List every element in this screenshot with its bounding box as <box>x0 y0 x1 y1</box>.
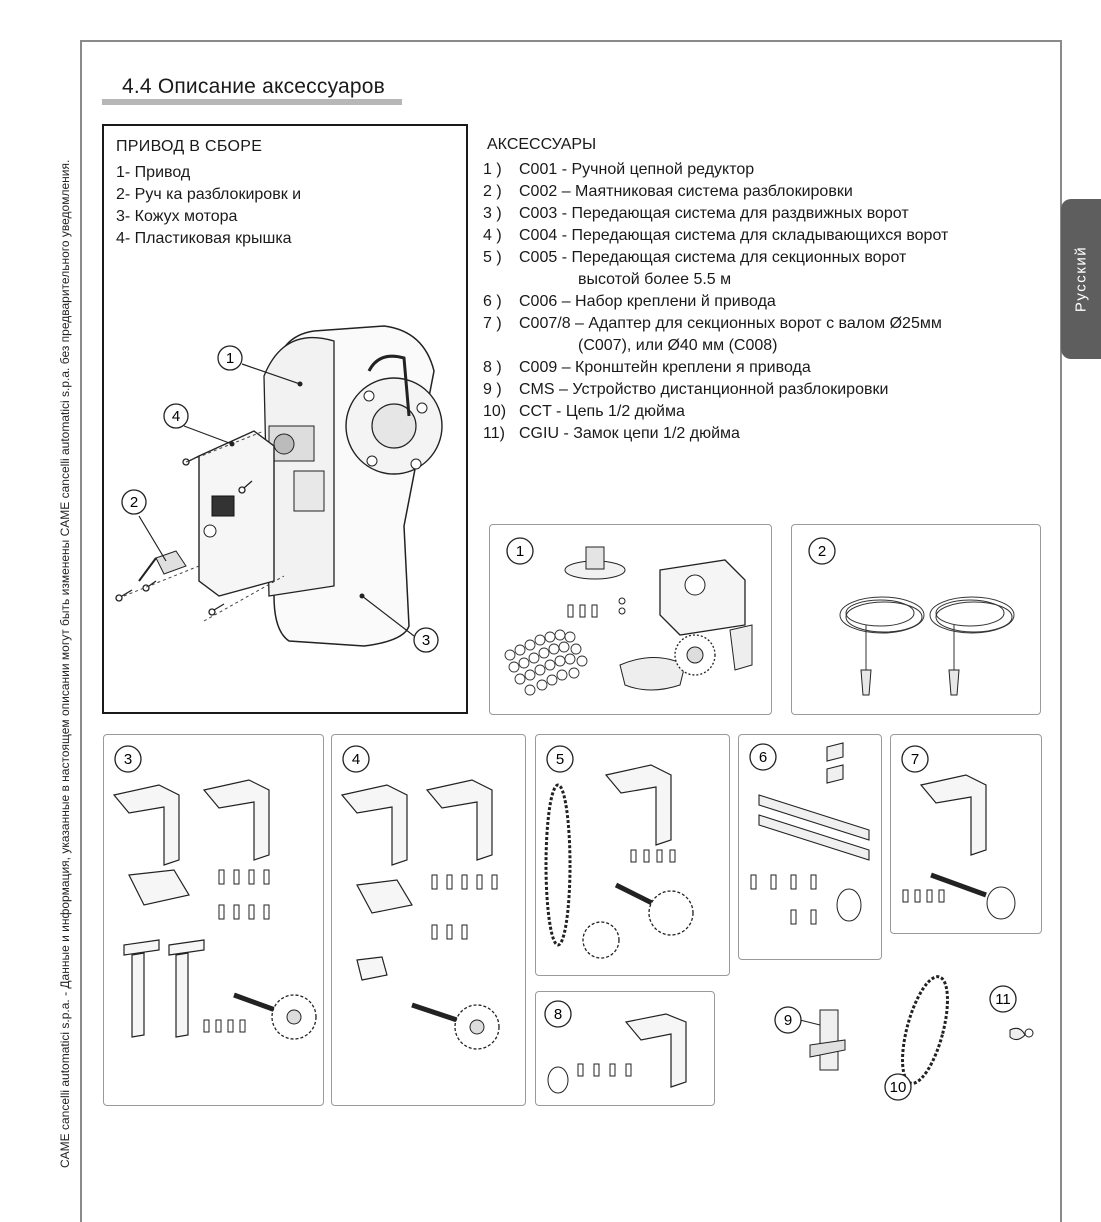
assembly-item: 3- Кожух мотора <box>116 208 238 225</box>
vertical-disclaimer: CAME cancelli automatici s.p.a. - Данные… <box>58 159 72 1168</box>
accessory-panel-3: 3 <box>103 734 324 1106</box>
panel-number: 2 <box>818 543 826 560</box>
accessory-number: 2 ) <box>483 183 502 200</box>
accessory-text: (C007), или Ø40 мм (C008) <box>578 337 778 354</box>
assembly-list: 1- Привод 2- Руч ка разблокировк и 3- Ко… <box>116 162 301 250</box>
accessory-number: 4 ) <box>483 227 502 244</box>
accessory-number: 9 ) <box>483 381 502 398</box>
assembly-panel: ПРИВОД В СБОРЕ 1- Привод 2- Руч ка разбл… <box>102 124 468 714</box>
accessory-item: 10) CCT - Цепь 1/2 дюйма <box>483 401 948 423</box>
accessory-item: 1 ) C001 - Ручной цепной редуктор <box>483 159 948 181</box>
callout-circle <box>413 627 439 653</box>
operator-exploded-drawing: 1 4 2 3 <box>115 325 443 653</box>
accessory-text: CCT - Цепь 1/2 дюйма <box>519 403 685 420</box>
accessory-text: CMS – Устройство дистанционной разблокир… <box>519 381 889 398</box>
callout-label: 4 <box>172 408 180 425</box>
accessory-11-drawing: 11 <box>989 985 1034 1041</box>
panel-number: 4 <box>352 751 360 768</box>
accessory-item: 6 ) C006 – Набор креплени й привода <box>483 291 948 313</box>
section-title: 4.4 Описание аксессуаров <box>122 75 386 98</box>
language-tab[interactable]: Русский <box>1061 199 1101 359</box>
accessory-text: C009 – Кронштейн креплени я привода <box>519 359 811 376</box>
accessory-panel-7: 7 <box>890 734 1042 934</box>
accessory-panel-6: 6 <box>738 734 882 960</box>
accessories-list: 1 ) C001 - Ручной цепной редуктор 2 ) C002… <box>483 159 948 445</box>
callout-circle <box>121 489 147 515</box>
panel-number: 3 <box>124 751 132 768</box>
accessory-text: C004 - Передающая система для складывающ… <box>519 227 949 244</box>
accessory-item: 8 ) C009 – Кронштейн креплени я привода <box>483 357 948 379</box>
accessory-number: 11) <box>483 425 505 442</box>
callout-label: 3 <box>422 632 430 649</box>
accessory-10-drawing: 10 <box>884 975 949 1101</box>
accessory-item: 9 ) CMS – Устройство дистанционной разбло… <box>483 379 948 401</box>
panel-number: 10 <box>890 1079 907 1096</box>
page-frame <box>80 40 1062 1222</box>
accessory-text: C006 – Набор креплени й привода <box>519 293 776 310</box>
assembly-item: 2- Руч ка разблокировк и <box>116 186 302 203</box>
accessory-text: C001 - Ручной цепной редуктор <box>519 161 755 178</box>
accessory-text: C003 - Передающая система для раздвижных… <box>519 205 909 222</box>
panel-number: 11 <box>995 991 1011 1008</box>
callout-label: 1 <box>226 350 234 367</box>
callout-circle <box>217 345 243 371</box>
accessory-text: высотой более 5.5 м <box>578 271 732 288</box>
panel-number: 8 <box>554 1006 562 1023</box>
accessory-item: 4 ) C004 - Передающая система для складыв… <box>483 225 948 247</box>
accessory-item: 3 ) C003 - Передающая система для раздвиж… <box>483 203 948 225</box>
panel-number: 1 <box>516 543 524 560</box>
accessory-number: 1 ) <box>483 161 502 178</box>
accessory-item-continuation: (C007), или Ø40 мм (C008) <box>483 335 948 357</box>
accessory-text: CGIU - Замок цепи 1/2 дюйма <box>519 425 740 442</box>
accessory-text: C002 – Маятниковая система разблокировки <box>519 183 853 200</box>
accessory-number: 3 ) <box>483 205 502 222</box>
assembly-item: 1- Привод <box>116 164 191 181</box>
assembly-item: 4- Пластиковая крышка <box>116 230 292 247</box>
accessory-item-continuation: высотой более 5.5 м <box>483 269 948 291</box>
accessory-panel-5: 5 <box>535 734 730 976</box>
accessory-number: 10) <box>483 403 507 420</box>
accessory-text: C007/8 – Адаптер для секционных ворот с … <box>519 315 942 332</box>
accessory-item: 2 ) C002 – Маятниковая система разблокиро… <box>483 181 948 203</box>
callout-circle <box>163 403 189 429</box>
panel-number: 9 <box>784 1012 792 1029</box>
accessory-item: 7 ) C007/8 – Адаптер для секционных ворот… <box>483 313 948 335</box>
assembly-heading: ПРИВОД В СБОРЕ <box>116 138 263 155</box>
panel-number: 7 <box>911 751 919 768</box>
accessory-panel-2: 2 <box>791 524 1041 715</box>
accessory-item: 11) CGIU - Замок цепи 1/2 дюйма <box>483 423 948 445</box>
accessory-number: 6 ) <box>483 293 502 310</box>
accessory-panel-1: 1 <box>489 524 772 715</box>
language-tab-label: Русский <box>1072 245 1090 313</box>
accessories-heading: АКСЕССУАРЫ <box>487 136 597 153</box>
callout-label: 2 <box>130 494 138 511</box>
accessory-text: C005 - Передающая система для секционных… <box>519 249 907 266</box>
accessory-number: 5 ) <box>483 249 502 266</box>
accessory-panel-4: 4 <box>331 734 526 1106</box>
accessory-item: 5 ) C005 - Передающая система для секцион… <box>483 247 948 269</box>
panel-number: 5 <box>556 751 564 768</box>
accessory-number: 8 ) <box>483 359 502 376</box>
accessory-number: 7 ) <box>483 315 502 332</box>
title-underline <box>102 99 402 105</box>
panel-number: 6 <box>759 749 767 766</box>
accessory-9-drawing: 9 <box>774 1006 846 1071</box>
accessory-panel-8: 8 <box>535 991 715 1106</box>
